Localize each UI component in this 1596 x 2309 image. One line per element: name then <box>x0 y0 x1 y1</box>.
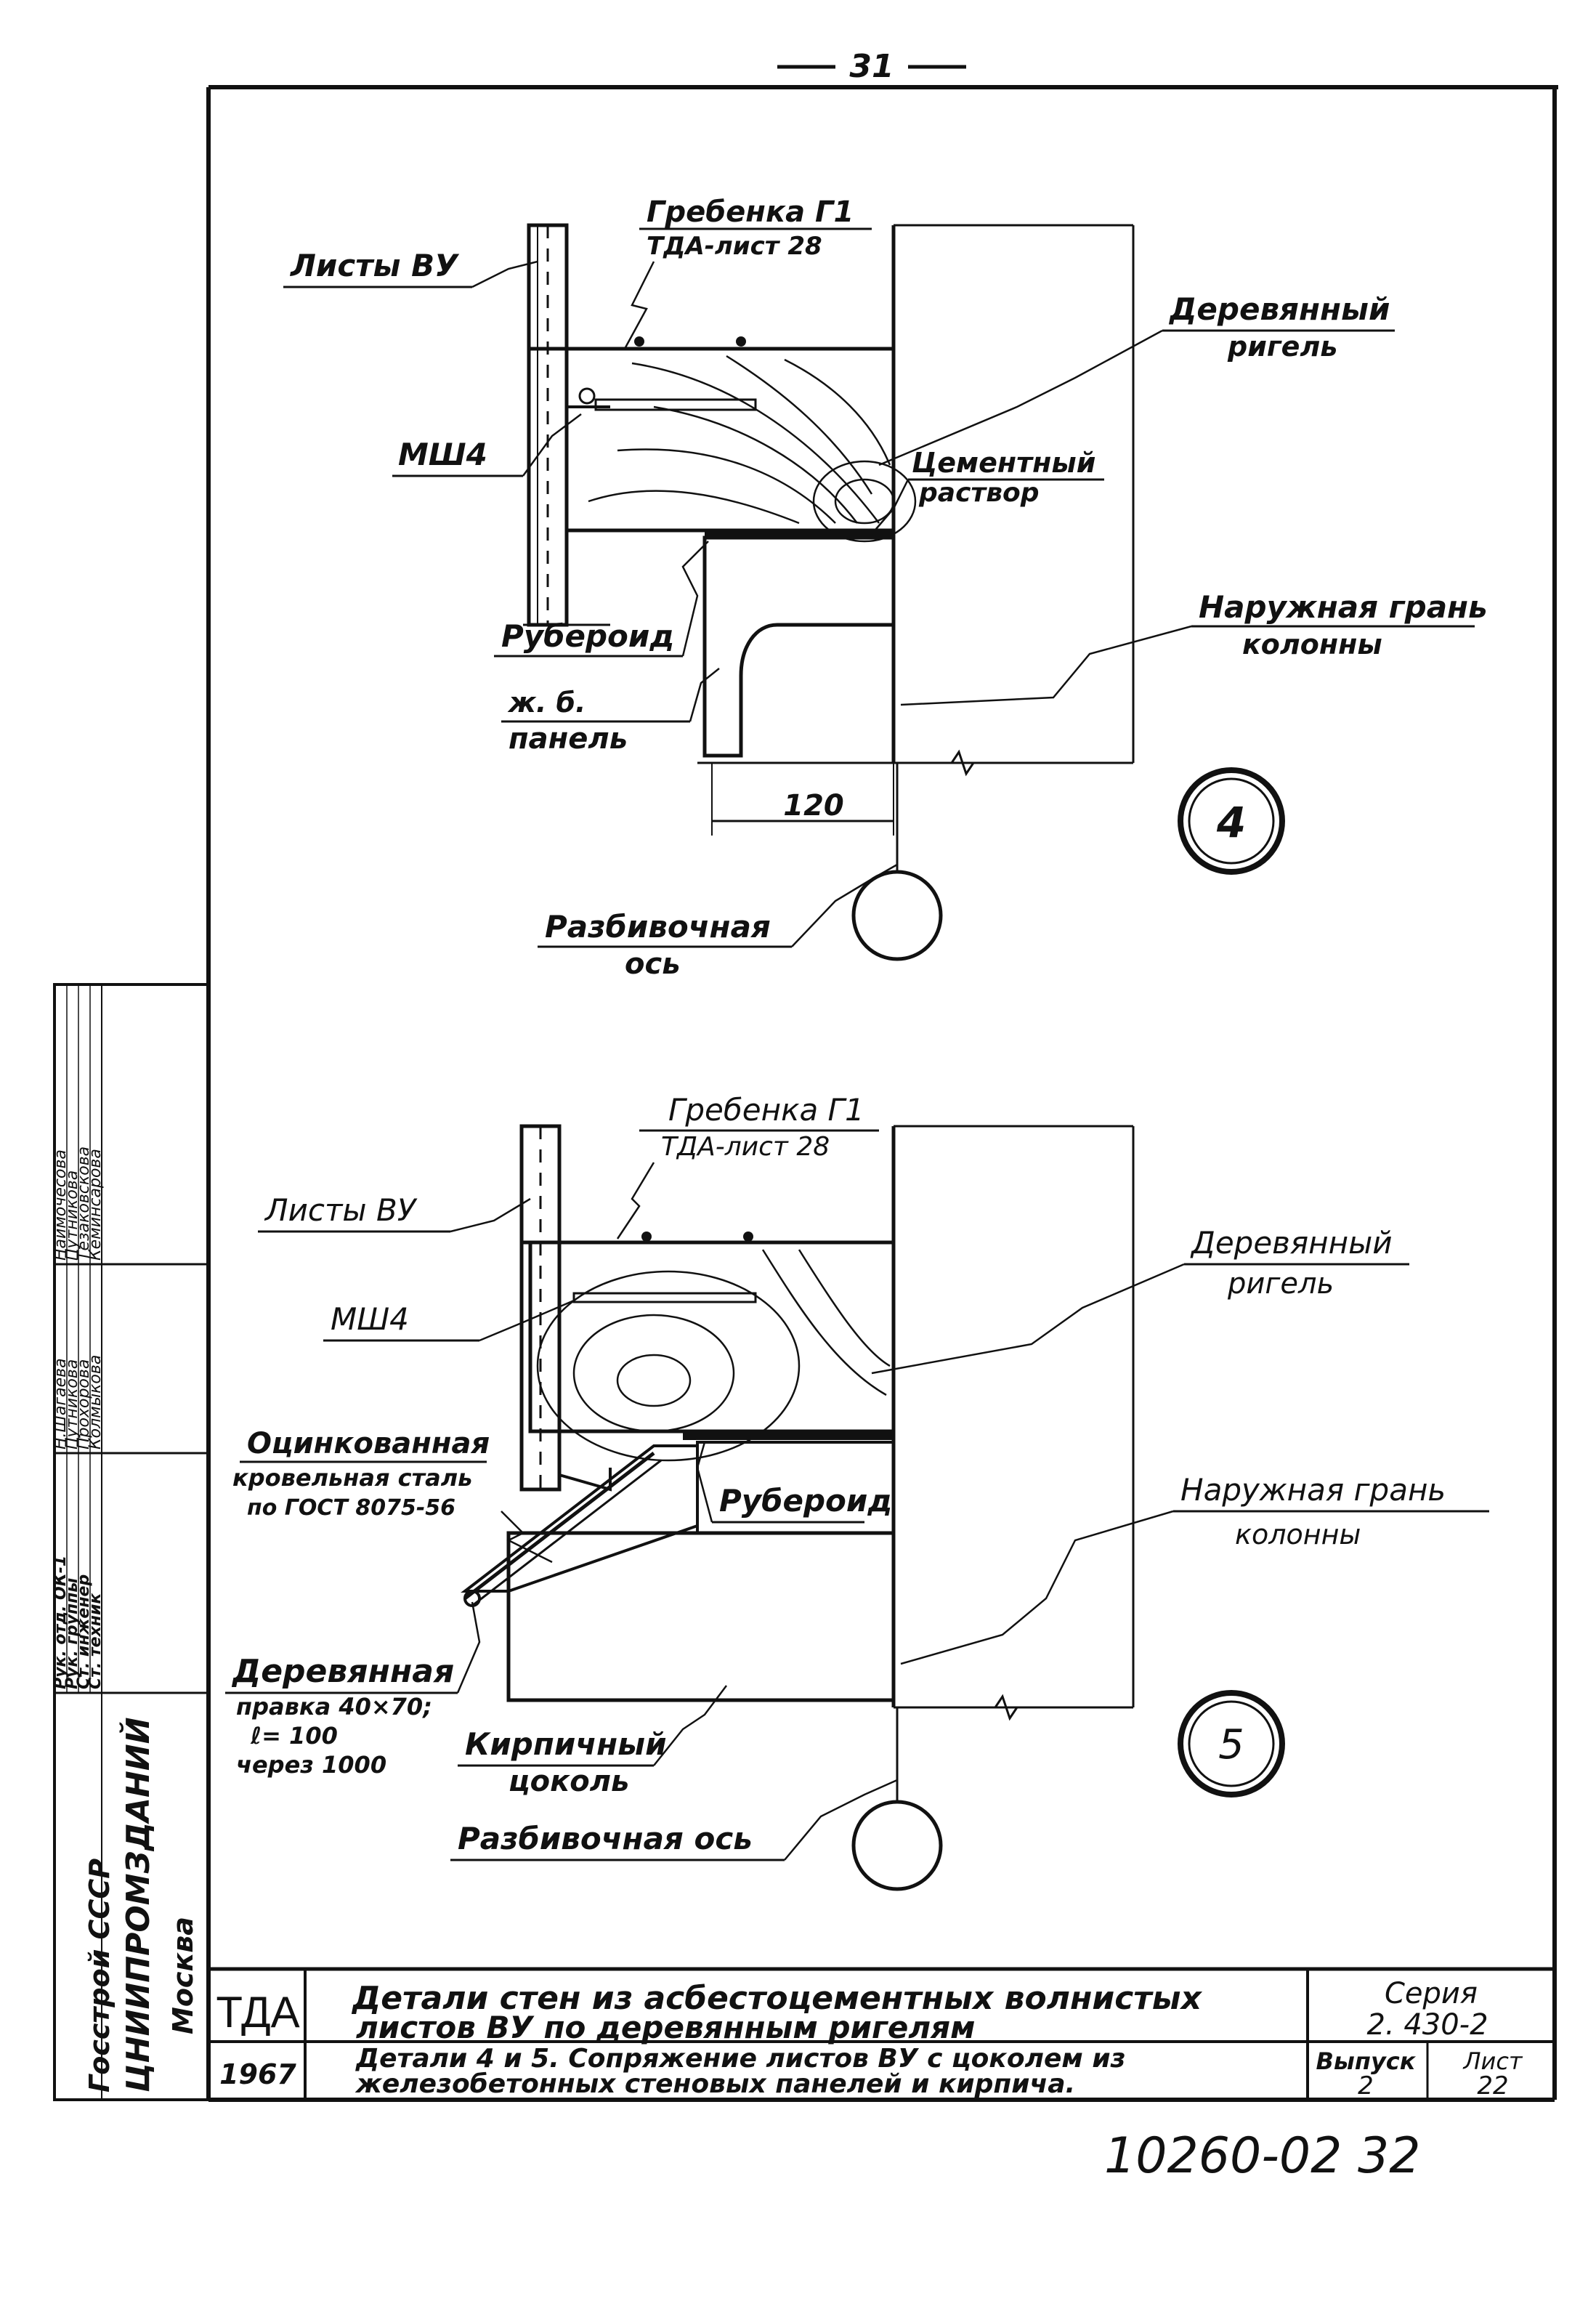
label-bolt: МШ4 <box>398 437 487 472</box>
title-block-code: ТДА <box>216 1988 299 2037</box>
stamp-name: Тезаковскова <box>75 1147 93 1261</box>
stamp-name: Кеминсарова <box>86 1149 105 1261</box>
label-wood-beam: Деревянный <box>1168 291 1390 327</box>
title-block-title-2: листов ВУ по деревянным ригелям <box>356 2010 975 2045</box>
series-label: Серия <box>1385 1977 1478 2010</box>
stamp-signature: Прохорова <box>75 1359 93 1449</box>
dimension-label: 120 <box>783 789 844 822</box>
label-outer-face-2: колонны <box>1235 1519 1361 1550</box>
detail-4: 120 4 Гребенка Г1 ТДА-лист 28 Листы ВУ Д… <box>283 195 1488 981</box>
stamp-org: Госстрой СССР <box>84 1859 116 2092</box>
detail-number: 4 <box>1216 798 1246 847</box>
label-panel: ж. б. <box>507 687 586 719</box>
label-outer-face: Наружная грань <box>1180 1472 1446 1508</box>
stamp-signature: Н.Шагаева <box>52 1358 70 1449</box>
label-sheets: Листы ВУ <box>264 1192 418 1228</box>
stamp-role: Ст. инженер <box>75 1574 93 1689</box>
page-number: 31 <box>777 48 966 85</box>
label-galvanized-steel-2: кровельная сталь <box>232 1464 472 1492</box>
detail-number: 5 <box>1218 1721 1244 1768</box>
detail-number-circle <box>1178 1690 1285 1798</box>
label-wood-guide-3: ℓ= 100 <box>250 1722 338 1750</box>
detail-5: 5 Гребенка Г1 ТДА-лист 28 Листы ВУ Дерев… <box>225 1092 1489 1891</box>
label-axis: Разбивочная <box>545 909 771 945</box>
wood-grain <box>588 355 917 543</box>
title-block-title: Детали стен из асбестоцементных волнисты… <box>351 1980 1203 2017</box>
label-wood-beam-2: ригель <box>1227 1267 1334 1301</box>
title-block-year: 1967 <box>219 2058 296 2090</box>
axis-circle <box>851 870 943 961</box>
label-mortar: Цементный <box>912 447 1095 479</box>
page-number-text: 31 <box>849 48 894 85</box>
wood-beam <box>564 347 896 533</box>
label-wood-beam-2: ригель <box>1227 331 1337 363</box>
label-mortar-2: раствор <box>918 478 1040 508</box>
label-wood-guide-2: правка 40×70; <box>236 1693 432 1720</box>
label-bolt: МШ4 <box>331 1301 409 1337</box>
label-wood-guide: Деревянная <box>231 1653 454 1690</box>
title-block-subtitle: Детали 4 и 5. Сопряжение листов ВУ с цок… <box>355 2044 1125 2074</box>
label-axis-2: ось <box>625 947 680 981</box>
label-brick-plinth-2: цоколь <box>509 1765 629 1798</box>
stamp-signature: Путникова <box>63 1359 81 1449</box>
side-stamp: Госстрой СССР ЦНИИПРОМЗДАНИЙ Москва Рук.… <box>52 983 210 2101</box>
label-wood-beam: Деревянный <box>1190 1225 1393 1261</box>
label-comb-ref: ТДА-лист 28 <box>647 232 822 261</box>
sheet-frame <box>206 85 1558 2102</box>
label-axis: Разбивочная ось <box>458 1821 753 1856</box>
stamp-name: Наймочесова <box>52 1149 70 1261</box>
series-value: 2. 430-2 <box>1366 2008 1488 2042</box>
steel-profile <box>527 223 569 627</box>
label-comb: Гребенка Г1 <box>647 195 854 229</box>
axis-circle <box>851 1800 943 1891</box>
stamp-role: Рук. группы <box>63 1578 81 1689</box>
stamp-role: Рук. отд. ОК-1 <box>52 1556 70 1689</box>
wood-grain <box>536 1249 891 1462</box>
concrete-panel <box>702 535 896 758</box>
label-roofing: Рубероид <box>501 618 674 654</box>
detail-number-circle <box>1178 767 1285 875</box>
issue-value: 2 <box>1358 2071 1374 2100</box>
title-block: ТДА 1967 Детали стен из асбестоцементных… <box>208 1967 1555 2100</box>
label-galvanized-steel-3: по ГОСТ 8075-56 <box>247 1495 455 1521</box>
issue-label: Выпуск <box>1316 2047 1417 2075</box>
stamp-city: Москва <box>167 1917 199 2034</box>
stamp-org-2: ЦНИИПРОМЗДАНИЙ <box>118 1717 157 2092</box>
title-block-subtitle-2: железобетонных стеновых панелей и кирпич… <box>355 2069 1075 2099</box>
label-brick-plinth: Кирпичный <box>465 1726 667 1762</box>
sheet-label: Лист <box>1462 2047 1523 2075</box>
sheet-value: 22 <box>1477 2071 1508 2100</box>
label-sheets: Листы ВУ <box>289 248 460 283</box>
label-comb-ref: ТДА-лист 28 <box>661 1132 830 1162</box>
archive-number: 10260-02 32 <box>1104 2127 1421 2185</box>
label-wood-guide-4: через 1000 <box>236 1751 386 1779</box>
stamp-name: Путникова <box>63 1170 81 1261</box>
label-panel-2: панель <box>509 722 628 756</box>
stamp-signature: Колмыкова <box>86 1355 105 1449</box>
label-comb: Гребенка Г1 <box>668 1092 864 1128</box>
label-outer-face-2: колонны <box>1242 628 1382 660</box>
label-roofing: Рубероид <box>719 1483 892 1519</box>
brick-plinth <box>506 1531 896 1702</box>
label-outer-face: Наружная грань <box>1199 589 1488 625</box>
label-galvanized-steel: Оцинкованная <box>247 1427 490 1460</box>
stamp-role: Ст. техник <box>86 1593 105 1689</box>
